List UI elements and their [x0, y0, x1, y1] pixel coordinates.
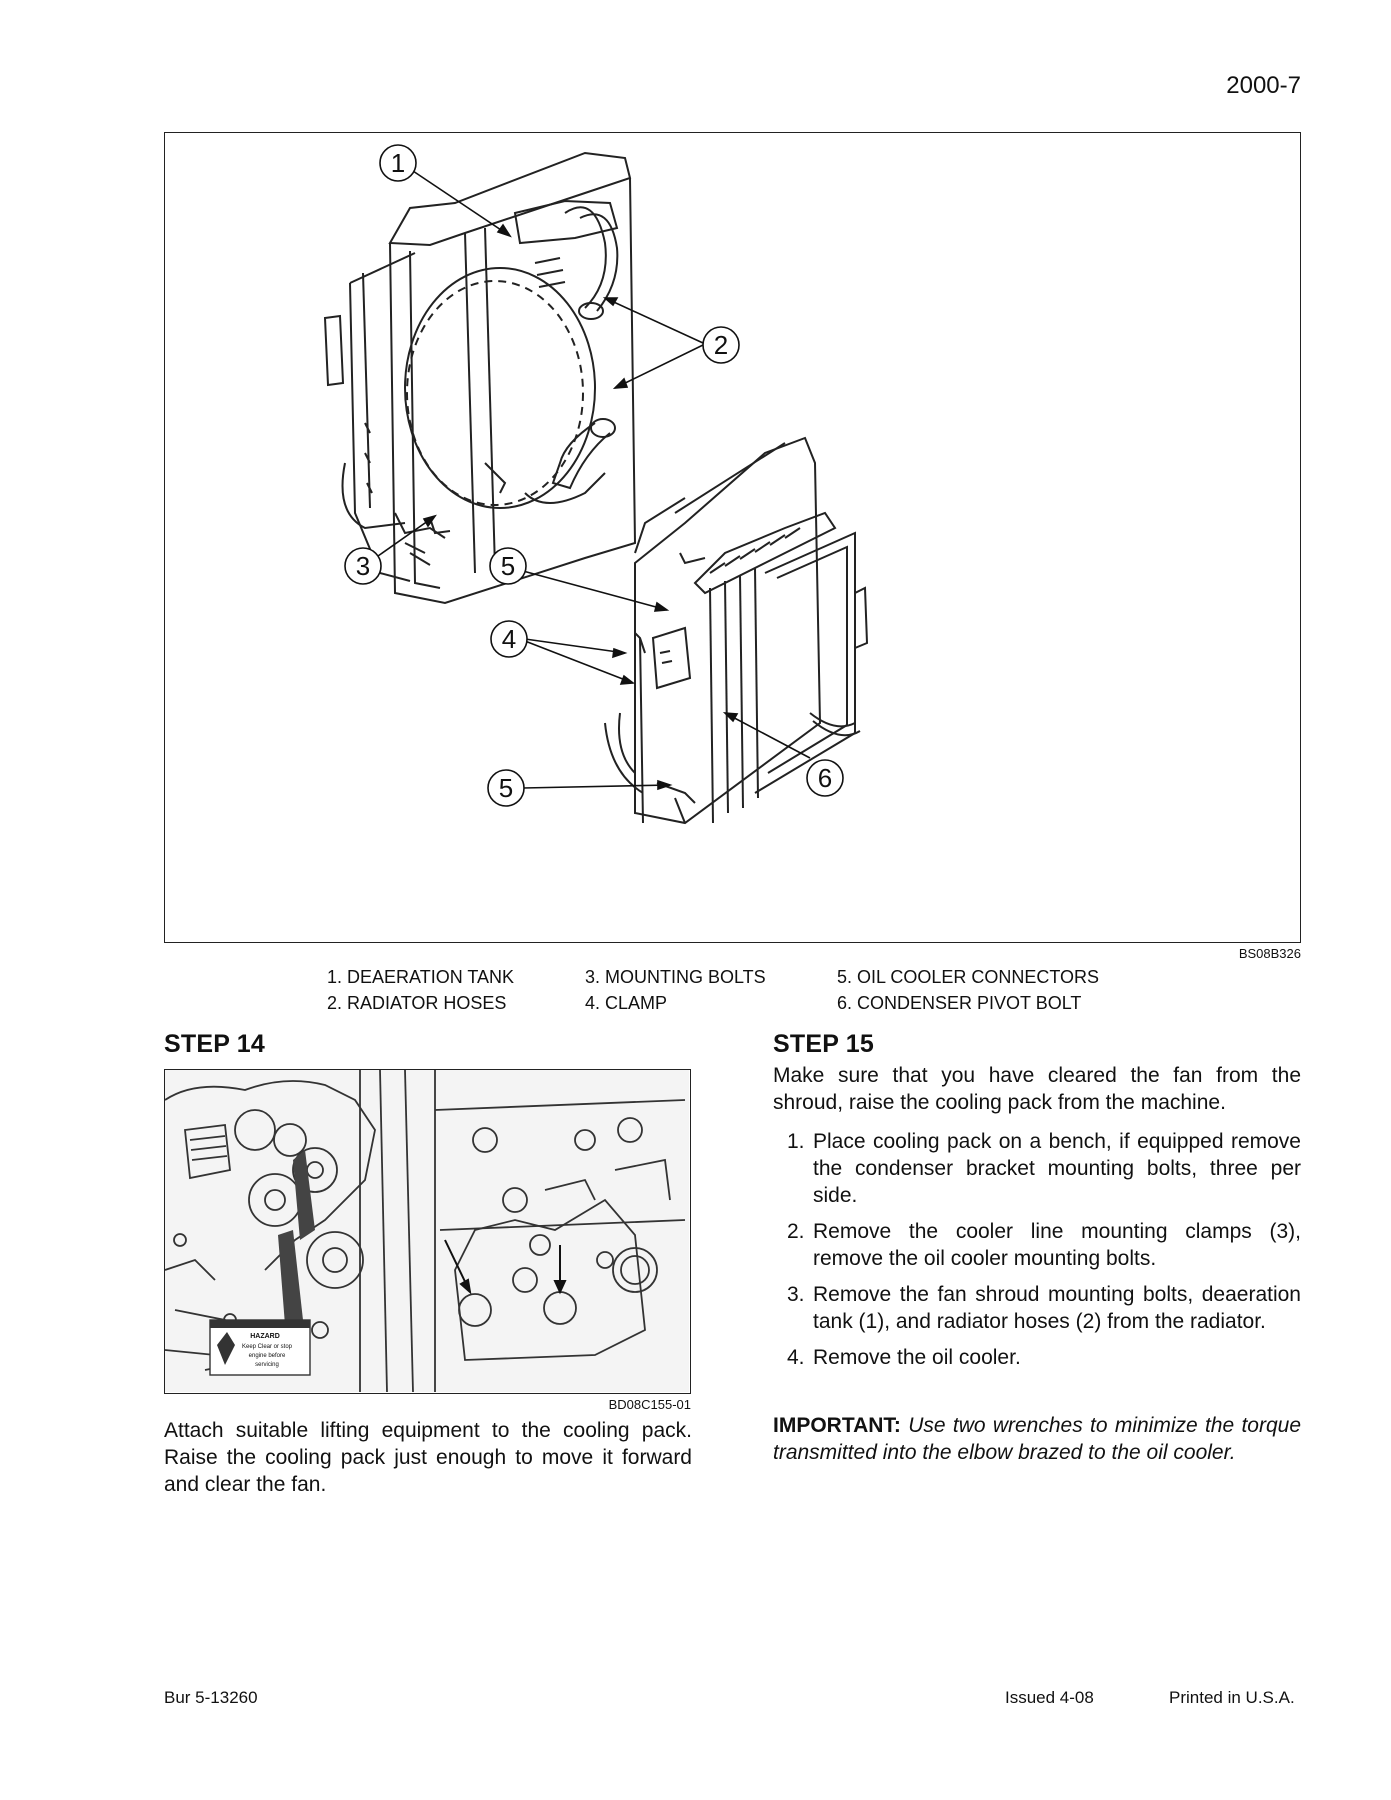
list-item: 1. Place cooling pack on a bench, if equ… [787, 1130, 1301, 1207]
condenser-core [754, 531, 856, 794]
callout-1: 1 [379, 144, 417, 182]
cooling-pack-illustration: 1 2 3 5 4 5 6 [164, 132, 1301, 943]
svg-text:Keep Clear or stop: Keep Clear or stop [242, 1344, 293, 1350]
svg-text:6: 6 [818, 763, 832, 793]
important-label: IMPORTANT: [773, 1414, 901, 1437]
step14-photo: HAZARD Keep Clear or stop engine before … [164, 1069, 691, 1394]
fan-opening [404, 267, 596, 509]
svg-text:HAZARD: HAZARD [250, 1333, 280, 1340]
legend-item: 2. RADIATOR HOSES [327, 993, 507, 1013]
warning-decal: HAZARD Keep Clear or stop engine before … [209, 1319, 311, 1376]
svg-text:servicing: servicing [255, 1362, 279, 1368]
step14-drawing: HAZARD Keep Clear or stop engine before … [164, 1069, 689, 1393]
svg-text:engine before: engine before [249, 1353, 286, 1359]
legend-item: 1. DEAERATION TANK [327, 967, 515, 987]
step15-title: STEP 15 [773, 1030, 874, 1058]
footer-doc-number: Bur 5-13260 [164, 1688, 258, 1707]
legend-item: 5. OIL COOLER CONNECTORS [837, 967, 1100, 987]
belt [293, 1150, 315, 1240]
radiator-core-left [349, 282, 411, 582]
callout-4: 4 [490, 620, 528, 658]
upper-radiator-hose [564, 206, 607, 309]
footer-issued: Issued 4-08 [1005, 1688, 1094, 1707]
list-item: 4. Remove the oil cooler. [787, 1346, 1021, 1369]
legend-col-3: 5. OIL COOLER CONNECTORS 6. CONDENSER PI… [837, 964, 1099, 1016]
step15-list: 1. Place cooling pack on a bench, if equ… [773, 1128, 1301, 1380]
svg-text:3: 3 [356, 551, 370, 581]
callout-2: 2 [702, 326, 740, 364]
page-number: 2000-7 [1226, 72, 1301, 99]
important-note: IMPORTANT: Use two wrenches to minimize … [773, 1412, 1301, 1466]
svg-text:4: 4 [502, 624, 516, 654]
legend-item: 4. CLAMP [585, 993, 668, 1013]
svg-text:5: 5 [501, 551, 515, 581]
legend-item: 3. MOUNTING BOLTS [585, 967, 766, 987]
step14-text: Attach suitable lifting equipment to the… [164, 1419, 692, 1496]
legend-item: 6. CONDENSER PIVOT BOLT [837, 993, 1082, 1013]
svg-text:2: 2 [714, 330, 728, 360]
svg-text:1: 1 [391, 148, 405, 178]
step14-title: STEP 14 [164, 1030, 265, 1058]
legend-col-2: 3. MOUNTING BOLTS 4. CLAMP [585, 964, 766, 1016]
shroud-top-edge [388, 151, 632, 247]
footer-printed: Printed in U.S.A. [1169, 1688, 1295, 1707]
deaeration-tank [513, 199, 619, 245]
list-item: 3. Remove the fan shroud mounting bolts,… [787, 1283, 1301, 1333]
step14-figure-id: BD08C155-01 [608, 1397, 691, 1412]
important-text: Use two wrenches to minimize the torque … [773, 1414, 1301, 1464]
list-item: 2. Remove the cooler line mounting clamp… [787, 1220, 1301, 1270]
oil-cooler-top [693, 511, 837, 595]
callout-5-lower: 5 [487, 769, 525, 807]
svg-text:5: 5 [499, 773, 513, 803]
callout-6: 6 [806, 759, 844, 797]
legend-col-1: 1. DEAERATION TANK 2. RADIATOR HOSES [327, 964, 514, 1016]
figure1-id: BS08B326 [1238, 946, 1301, 961]
step15-intro: Make sure that you have cleared the fan … [773, 1064, 1301, 1114]
shroud-body [389, 177, 637, 605]
lower-shroud [634, 436, 822, 825]
callout-5-upper: 5 [489, 547, 527, 585]
cooling-pack-drawing: 1 2 3 5 4 5 6 [323, 144, 869, 825]
callout-3: 3 [344, 547, 382, 585]
lower-radiator-hose [551, 422, 611, 490]
